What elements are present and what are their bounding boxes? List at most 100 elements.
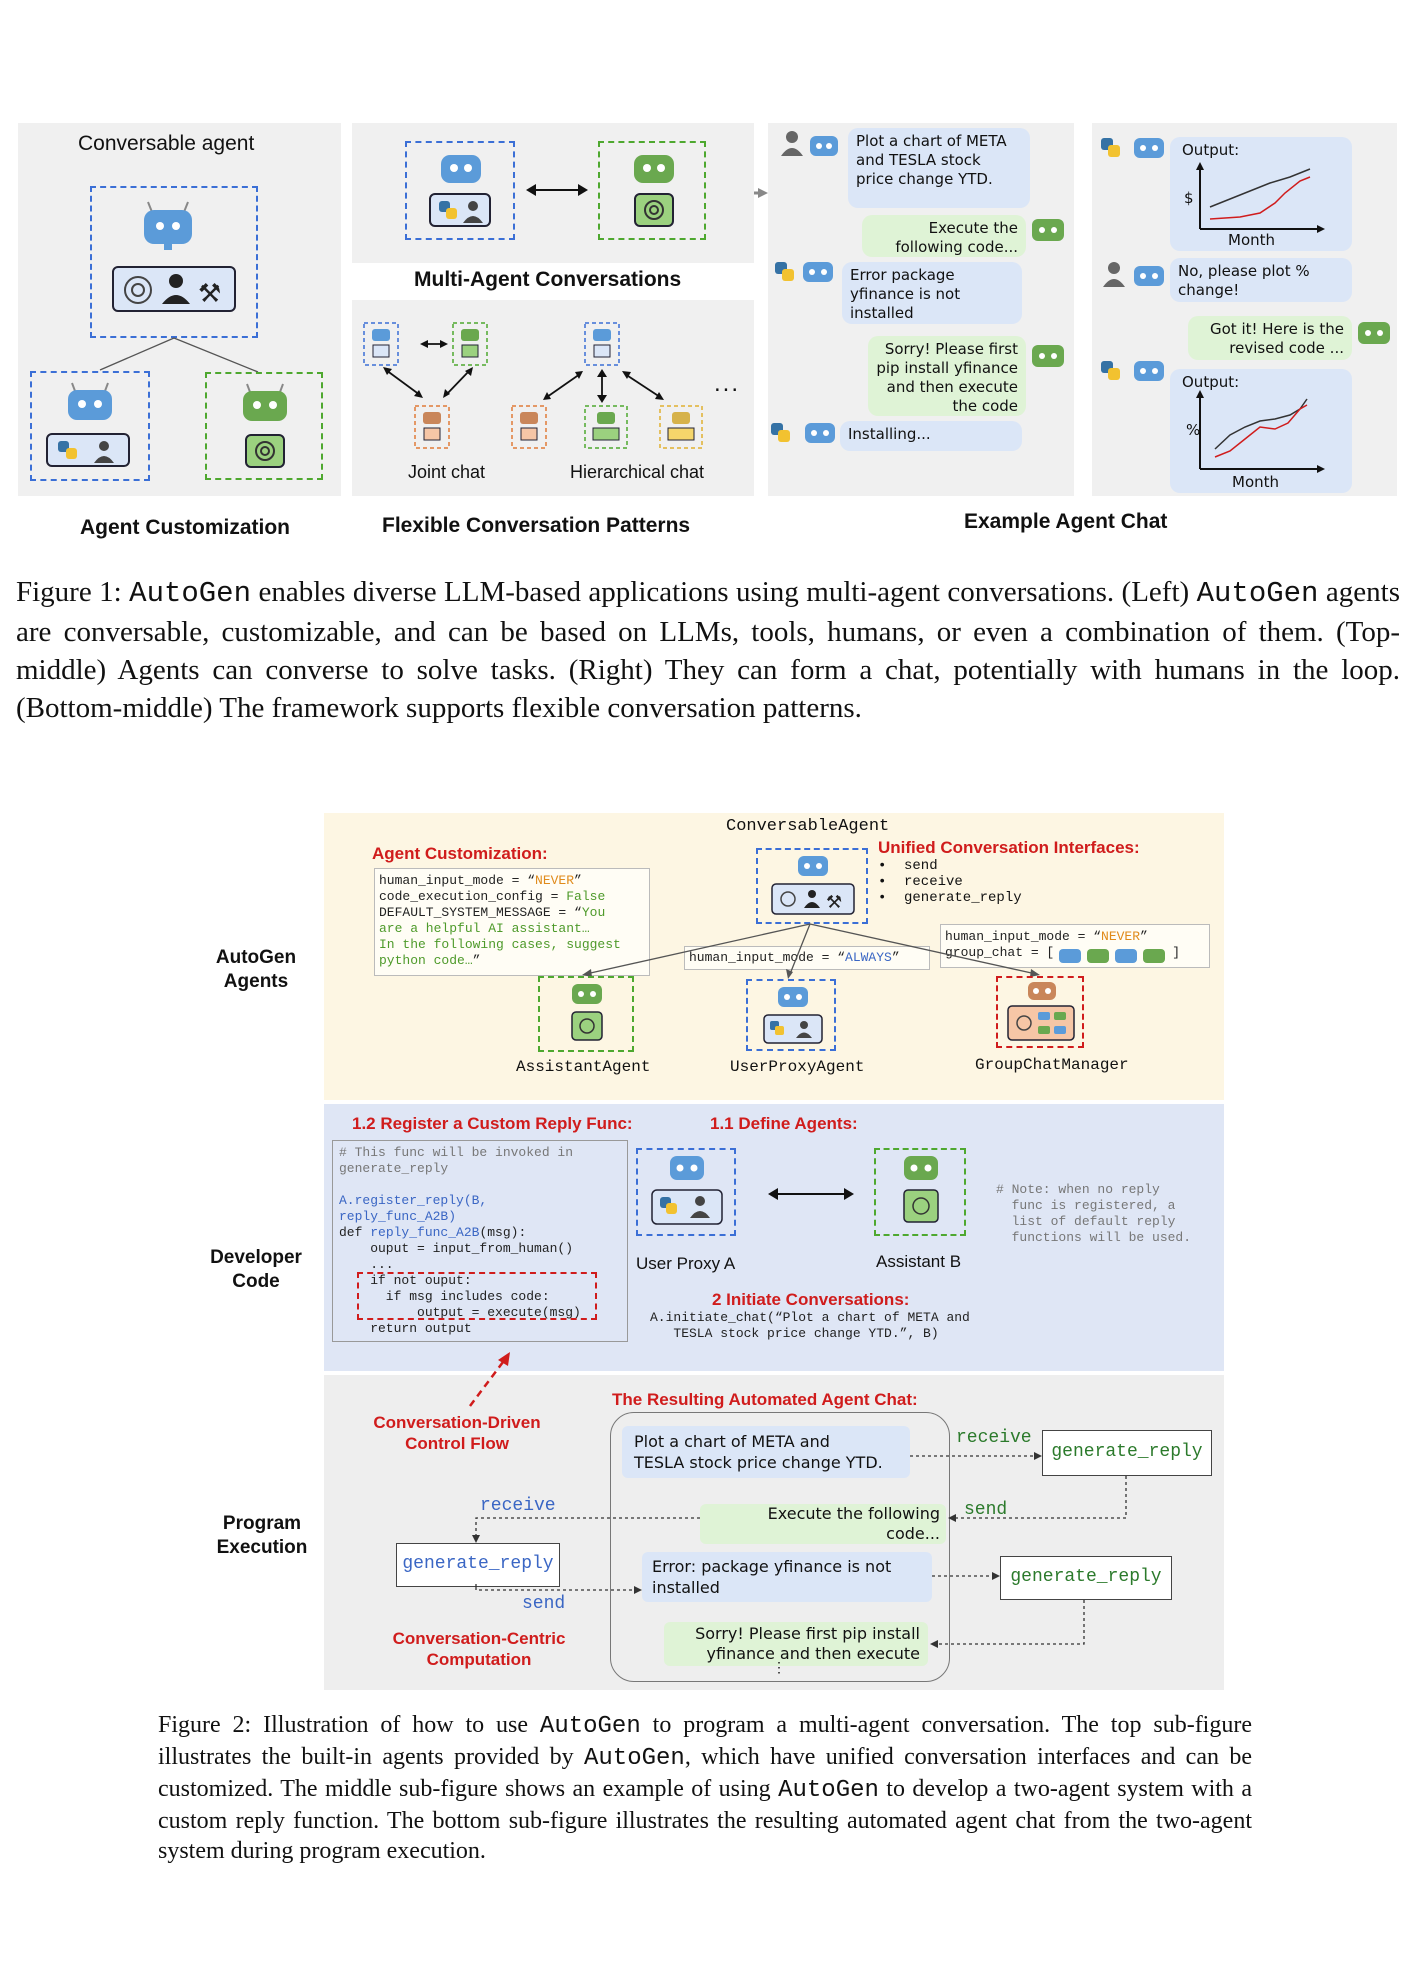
agent-python-human-box	[30, 371, 150, 481]
code-token: False	[566, 889, 606, 904]
code-token: human_input_mode = “	[379, 873, 536, 888]
userproxy-agent-label: UserProxyAgent	[730, 1058, 865, 1076]
chat-bubble-got-it: Got it! Here is the revised code ...	[1188, 316, 1352, 360]
code-token: NEVER	[1101, 929, 1141, 944]
code-token: if not ouput:	[339, 1273, 472, 1288]
output-line-chart-1	[1196, 162, 1325, 233]
chat-output-chart-1: Output: $ Month	[1170, 137, 1352, 251]
figure-2-caption: Figure 2: Illustration of how to use Aut…	[158, 1710, 1252, 1866]
customization-code-box: human_input_mode = “NEVER” code_executio…	[374, 868, 650, 976]
interface-receive: receive	[904, 874, 963, 890]
generate-reply-right-1: generate_reply	[1042, 1430, 1212, 1476]
code-token: NEVER	[535, 873, 575, 888]
interface-item: •receive	[878, 874, 963, 890]
exec-message-execute: Execute the following code...	[700, 1504, 946, 1544]
label-joint-chat: Joint chat	[408, 462, 486, 482]
caption-autogen: AutoGen	[583, 1745, 685, 1772]
output-xlabel-month-1: Month	[1228, 231, 1276, 249]
mid-bottom-panel	[352, 300, 754, 496]
code-token: reply_func_A2B)	[339, 1209, 457, 1224]
label-flexible-conversation-patterns: Flexible Conversation Patterns	[382, 514, 691, 537]
output-label-2: Output:	[1182, 373, 1240, 391]
gcm-code: human_input_mode = “NEVER” group_chat = …	[945, 929, 1180, 961]
receive-label-right: receive	[956, 1428, 1032, 1448]
code-token: ”	[472, 953, 481, 968]
code-token: return output	[339, 1321, 472, 1336]
label-agent-customization: Agent Customization	[80, 516, 290, 539]
send-label-right: send	[964, 1500, 1008, 1520]
user-proxy-a-label: User Proxy A	[636, 1254, 736, 1273]
code-token: python code…	[379, 953, 473, 968]
chat-bubble-installing: Installing...	[840, 421, 1022, 451]
groupchat-manager-icon	[1007, 982, 1075, 1041]
python-human-icon	[429, 193, 491, 227]
exec-message-error: Error: package yfinance is not installed	[642, 1552, 932, 1602]
groupchat-manager-label: GroupChatManager	[975, 1056, 1129, 1074]
group-chat-robots-icon	[1059, 949, 1165, 963]
generate-reply-right-2: generate_reply	[1000, 1556, 1172, 1600]
mid-agent-green-box	[598, 141, 706, 240]
interface-list: •send •receive •generate_reply	[878, 858, 1022, 906]
caption-text: to program a multi-agent conversation. T…	[158, 1712, 1252, 1770]
caption-text: agents are conversable, customizable, an…	[16, 576, 1400, 724]
note-comment: # Note: when no reply func is registered…	[996, 1182, 1192, 1245]
conversable-agent-icon: ⚒	[771, 856, 855, 915]
conversable-agent-title: ConversableAgent	[726, 817, 890, 836]
llm-human-tool-icon: ⚒	[112, 266, 236, 312]
userproxy-code: human_input_mode = “ALWAYS”	[689, 950, 900, 966]
svg-text:⚒: ⚒	[198, 279, 221, 309]
conversable-agent-box: ⚒	[90, 186, 258, 338]
custom-logic-highlight	[357, 1272, 597, 1320]
openai-icon	[245, 434, 285, 468]
caption-autogen: AutoGen	[778, 1777, 879, 1804]
code-token: ALWAYS	[845, 950, 892, 965]
conversable-agent-icon-box: ⚒	[756, 848, 868, 924]
code-token: human_input_mode = “	[689, 950, 846, 965]
userproxy-agent-icon	[763, 987, 823, 1044]
row-label-program-execution: Program Execution	[216, 1513, 308, 1558]
exec-message-sorry: Sorry! Please first pip install yfinance…	[664, 1622, 928, 1666]
user-proxy-a-icon-box	[636, 1148, 736, 1236]
assistant-agent-icon	[571, 984, 603, 1041]
interface-item: •send	[878, 858, 938, 874]
interface-send: send	[904, 858, 938, 874]
chat-bubble-sorry: Sorry! Please first pip install yfinance…	[868, 336, 1026, 416]
register-reply-title: 1.2 Register a Custom Reply Func:	[352, 1114, 633, 1133]
code-token: ”	[574, 873, 582, 888]
assistant-b-icon-box	[874, 1148, 966, 1236]
code-token: You	[581, 905, 606, 920]
chat-bubble-plot-request: Plot a chart of META and TESLA stock pri…	[848, 128, 1030, 208]
code-token: def	[339, 1225, 371, 1240]
chat-bubble-percent-change: No, please plot % change!	[1170, 258, 1352, 302]
customization-code: human_input_mode = “NEVER” code_executio…	[379, 873, 621, 969]
output-label-1: Output:	[1182, 141, 1240, 159]
resulting-chat-title: The Resulting Automated Agent Chat:	[612, 1390, 918, 1409]
conversation-centric-label: Conversation-Centric Computation	[392, 1629, 566, 1669]
row-label-developer-code: Developer Code	[210, 1247, 302, 1292]
code-token: code_execution_config =	[379, 889, 567, 904]
output-ylabel-percent: %	[1186, 421, 1201, 439]
chat-bubble-error: Error package yfinance is not installed	[842, 262, 1022, 324]
assistant-b-label: Assistant B	[876, 1252, 962, 1271]
code-token: human_input_mode = “	[945, 929, 1102, 944]
define-agents-title: 1.1 Define Agents:	[710, 1114, 858, 1133]
label-hierarchical-chat: Hierarchical chat	[570, 462, 705, 482]
userproxy-code-box: human_input_mode = “ALWAYS”	[684, 946, 930, 970]
label-multi-agent-conversations: Multi-Agent Conversations	[414, 268, 682, 291]
code-token: In the following cases, suggest	[379, 937, 621, 952]
code-token: output = execute(msg)	[339, 1305, 581, 1320]
user-proxy-a-icon	[651, 1156, 723, 1225]
output-ylabel-dollar: $	[1184, 189, 1194, 207]
initiate-chat-code: A.initiate_chat(“Plot a chart of META an…	[650, 1310, 970, 1341]
caption-text: , which have unified conversation interf…	[158, 1744, 1252, 1802]
gcm-code-box: human_input_mode = “NEVER” group_chat = …	[940, 924, 1210, 968]
caption-text: enables diverse LLM-based applications u…	[251, 576, 1197, 608]
figure-1-caption: Figure 1: AutoGen enables diverse LLM-ba…	[16, 573, 1400, 727]
interface-generate-reply: generate_reply	[904, 890, 1022, 906]
